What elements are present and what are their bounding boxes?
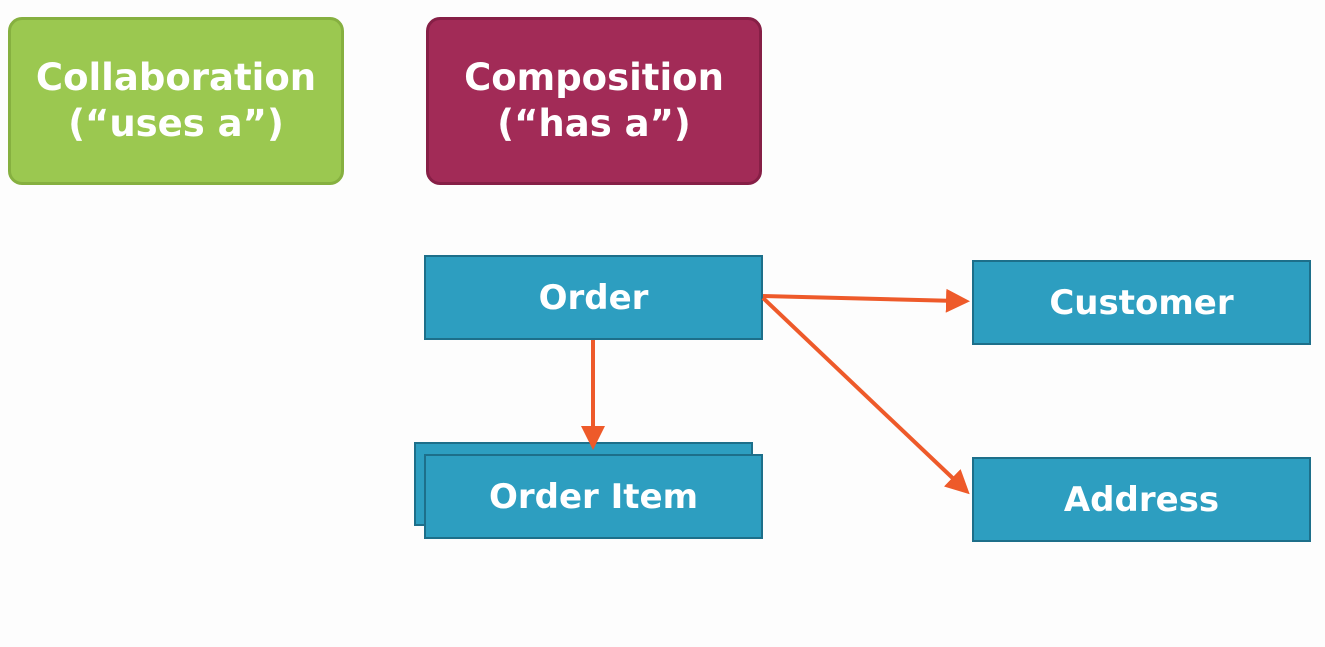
customer-label: Customer — [1049, 282, 1234, 323]
composition-subtitle: (“has a”) — [497, 102, 691, 145]
order-item-node: Order Item — [424, 454, 763, 539]
collaboration-subtitle: (“uses a”) — [68, 102, 284, 145]
address-label: Address — [1063, 479, 1220, 520]
composition-title: Composition — [464, 56, 724, 99]
address-node: Address — [972, 457, 1311, 542]
collaboration-title: Collaboration — [35, 56, 317, 99]
order-item-label: Order Item — [488, 476, 699, 517]
customer-node: Customer — [972, 260, 1311, 345]
arrow-order-to-address — [761, 296, 970, 495]
arrow-order-to-customer — [762, 288, 970, 313]
composition-card: Composition (“has a”) — [426, 17, 762, 185]
order-node: Order — [424, 255, 763, 340]
collaboration-card: Collaboration (“uses a”) — [8, 17, 344, 185]
order-label: Order — [538, 277, 649, 318]
